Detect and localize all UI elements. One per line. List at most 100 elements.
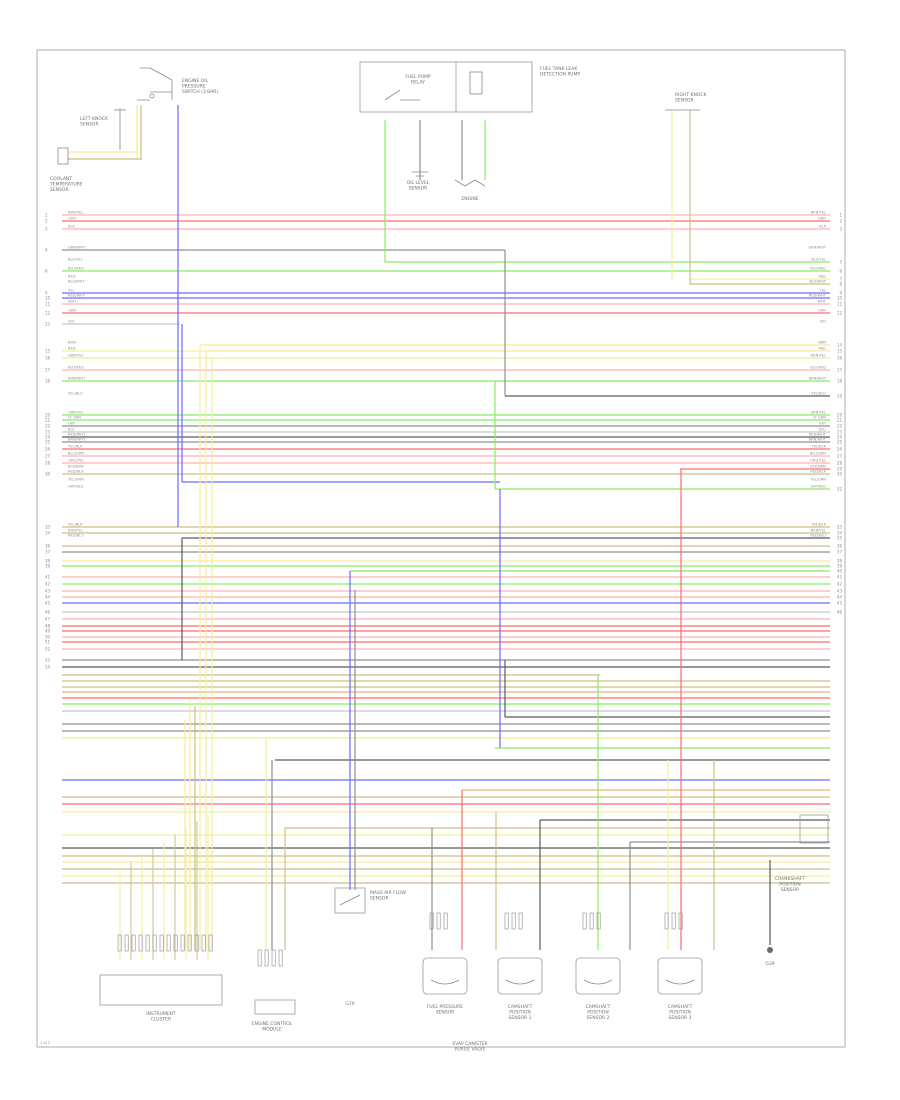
pin-right-14: 14 [837,343,843,348]
pin-left-52: 52 [45,647,51,652]
pin-right-16: 16 [837,356,843,361]
pin-right-35: 35 [837,536,843,541]
pin-right-39: 39 [837,564,843,569]
label-engine-oil-switch-line-2: PRESSURE [182,84,206,90]
pin-left-3: 3 [45,227,48,232]
fuel-leak-coil [469,71,483,95]
wire-label-left-31: YEL/GRN [68,478,84,482]
label-coolant-sensor-line-2: TEMPERATURE [49,182,83,188]
label-ground-splice: ENGINE [461,196,478,202]
wire-label-right-5: BLU/YEL [811,258,826,262]
left-knock-symbol [114,108,126,150]
pin-left-47: 47 [45,617,51,622]
pin-left-21: 21 [45,418,51,423]
pin-right-38: 38 [837,559,843,564]
pin-right-42: 42 [837,582,843,587]
crankshaft-sensor-body [799,814,829,844]
sensor-body-camshaft-3 [657,957,703,995]
pin-right-41: 41 [837,575,843,580]
pin-left-2: 2 [45,219,48,224]
wire-label-left-13: VIO [68,320,75,324]
coolant-sensor-body [57,147,69,165]
wire-label-right-20: GRN/YEL [810,411,826,415]
label-crankshaft-line-1: CRANKSHAFT [775,876,805,882]
pin-left-9: 9 [45,291,48,296]
pin-right-23: 23 [837,430,843,435]
instrument-cluster-connector-pin-5 [145,934,150,952]
pin-left-6: 6 [45,269,48,274]
wire-label-right-34: BRN/YEL [811,529,826,533]
pin-left-25: 25 [45,440,51,445]
sensor-body-fuel-pressure [422,957,468,995]
ground-splice [454,179,486,187]
instrument-cluster-connector-pin-10 [180,934,185,952]
pin-left-22: 22 [45,424,51,429]
pin-left-37: 37 [45,550,51,555]
wire-label-left-24: RED/WHT [68,433,86,437]
wire-label-right-11: WHT [818,300,827,304]
pin-left-1: 1 [45,213,48,218]
label-camshaft-1-line-2: POSITION [509,1010,530,1016]
pin-right-29: 29 [837,467,843,472]
wire-label-right-23: BLU [819,428,826,432]
sensor-pins-fuel-pressure-pin-3 [443,912,448,930]
pin-right-7: 7 [839,277,842,282]
pin-left-11: 11 [45,302,51,307]
wire-label-left-3: BLK [68,225,75,229]
pin-right-28: 28 [837,461,843,466]
sensor-pins-camshaft-2 [582,912,601,930]
oil-pressure-switch-contact [149,93,155,99]
wire-label-right-27: BLU/GRN [810,452,826,456]
sensor-element-camshaft-3 [665,979,695,985]
wire-label-right-2: GRN [818,217,826,221]
wire-label-right-31: YEL/GRN [810,478,826,482]
maf-body [334,887,366,914]
instrument-cluster-connector-pin-14 [208,934,213,952]
wire-label-left-30: RED/BLK [68,470,84,474]
wire-label-right-9: YEL [820,289,826,293]
pin-left-51: 51 [45,640,51,645]
pin-right-2: 2 [839,219,842,224]
wire-label-left-12: GRN [68,309,76,313]
pin-right-36: 36 [837,544,843,549]
wire-label-left-34: BRN/YEL [68,529,83,533]
sensor-pins-camshaft-2-pin-2 [589,912,594,930]
wire-label-left-27: BLU/GRN [68,452,84,456]
oil-pressure-switch-symbol [137,67,173,101]
pin-right-11: 11 [837,302,843,307]
label-camshaft-3-line-3: SENSOR 3 [669,1015,692,1021]
wire-label-right-16: GRN/YEL [810,354,826,358]
instrument-cluster-connector-pin-13 [201,934,206,952]
pin-right-24: 24 [837,435,843,440]
wire-label-left-33: YEL/BLK [68,523,83,527]
pin-left-50: 50 [45,635,51,640]
wire-label-right-21: LT GRN [813,416,826,420]
wire-label-left-35: RED/BLU [68,534,84,538]
wire-label-left-19: YEL/BLU [68,392,83,396]
pin-right-20: 20 [837,413,843,418]
ecm-connector-pins-pin-2 [264,949,269,967]
instrument-cluster-connector-pin-6 [152,934,157,952]
pin-left-53: 53 [45,658,51,663]
instrument-cluster-connector-pin-2 [124,934,129,952]
instrument-cluster-body [99,974,223,1006]
ecm-connector-pins-pin-1 [257,949,262,967]
wire-label-right-12: GRN [818,309,826,313]
instrument-cluster-connector-pin-4 [138,934,143,952]
pin-left-41: 41 [45,575,51,580]
wire-label-left-29: BLK/BRN [68,465,84,469]
label-crankshaft-line-3: SENSOR [781,887,800,893]
label-ground-point-line-1: G39 [765,961,774,967]
label-fuel-tank-leak-line-1: FUEL TANK LEAK [540,66,578,72]
label-coolant-sensor-line-3: SENSOR [50,187,69,193]
sensor-body-camshaft-1 [497,957,543,995]
sensor-pins-camshaft-1-pin-3 [518,912,523,930]
wire-label-left-15: RED [68,347,76,351]
wire-label-right-8: BLU/WHT [809,280,826,284]
